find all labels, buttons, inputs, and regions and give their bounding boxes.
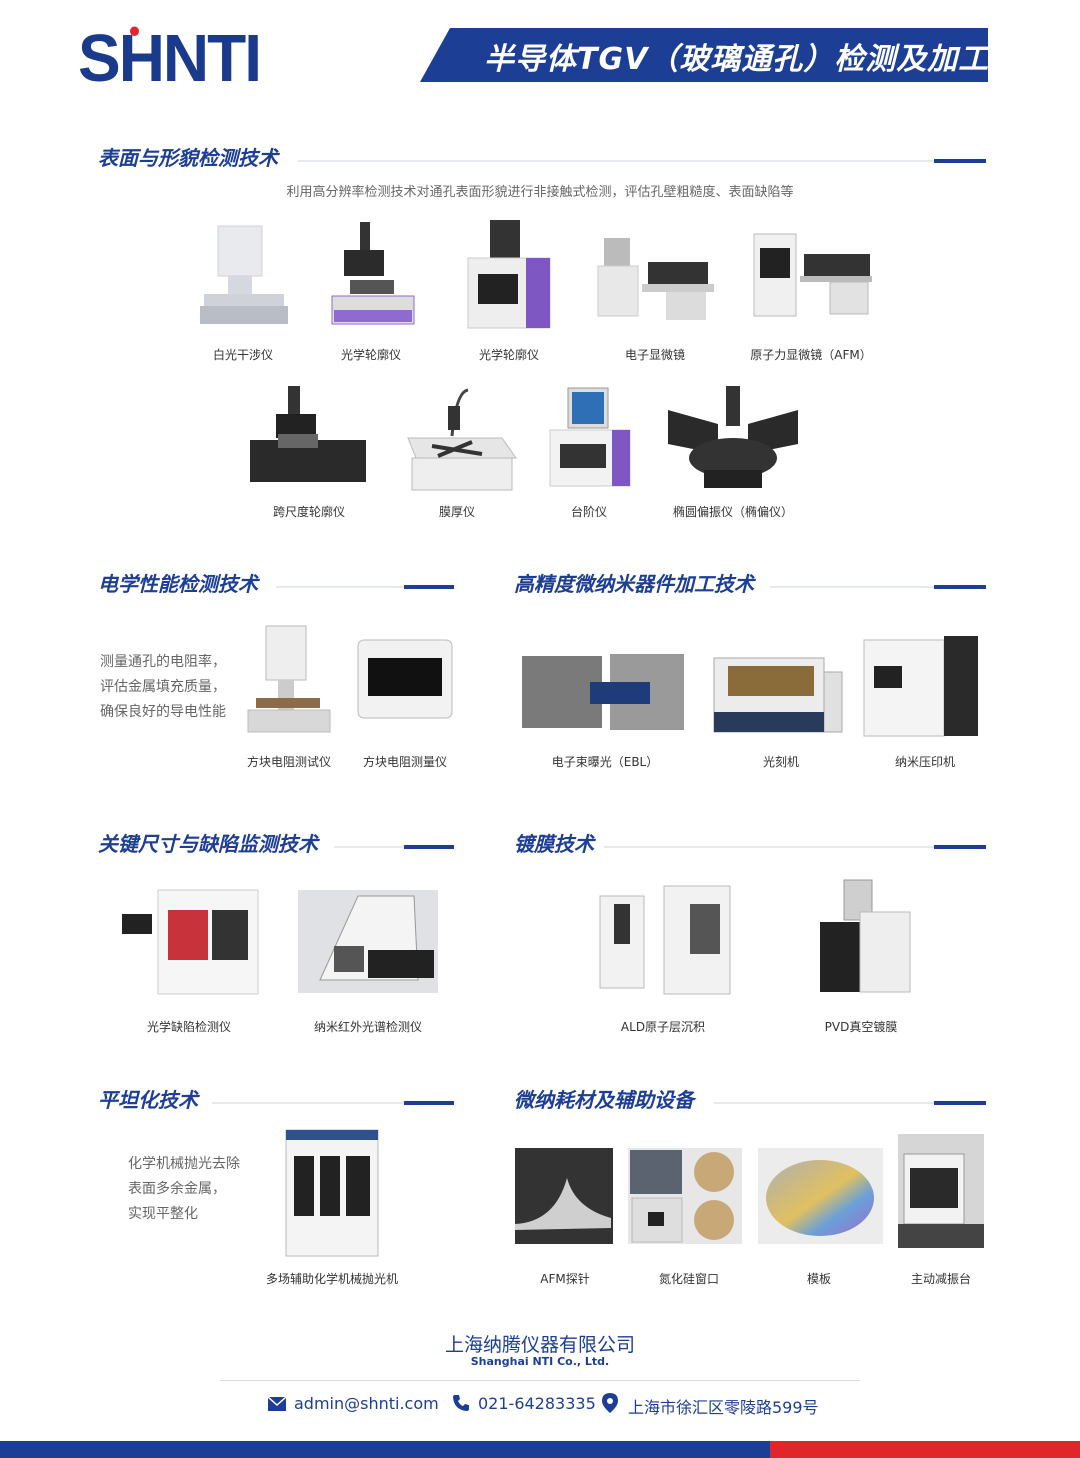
address-text: 上海市徐汇区零陵路599号	[628, 1398, 819, 1417]
section-accent	[404, 845, 454, 849]
section-accent	[404, 585, 454, 589]
item-caption: ALD原子层沉积	[620, 1020, 706, 1034]
item-caption: 氮化硅窗口	[658, 1272, 719, 1286]
section-accent	[404, 1101, 454, 1105]
phone-icon	[452, 1394, 470, 1416]
surface-description: 利用高分辨率检测技术对通孔表面形貌进行非接触式检测，评估孔壁粗糙度、表面缺陷等	[286, 185, 794, 200]
section-divider	[276, 586, 454, 588]
section-title-nano: 高精度微纳米器件加工技术	[514, 572, 754, 596]
section-divider	[334, 846, 454, 848]
section-divider	[714, 1102, 986, 1104]
section-title-coating: 镀膜技术	[514, 832, 594, 856]
item-caption: 光学缺陷检测仪	[146, 1020, 231, 1034]
afm-image	[750, 228, 872, 322]
mail-icon	[267, 1396, 287, 1415]
item-caption: 纳米压印机	[894, 755, 955, 769]
item-caption: 模板	[806, 1272, 831, 1286]
template-wafer-image	[758, 1148, 883, 1244]
page-title: 半导体TGV（玻璃通孔）检测及加工技术	[484, 42, 1052, 77]
section-accent	[934, 845, 986, 849]
afm-probe-image	[515, 1148, 613, 1244]
item-caption: 主动减振台	[910, 1272, 971, 1286]
optical-profiler-2-image	[462, 218, 558, 334]
item-caption: 多场辅助化学机械抛光机	[265, 1272, 398, 1286]
section-accent	[934, 1101, 986, 1105]
location-pin-icon	[602, 1393, 618, 1417]
company-name-en: Shanghai NTI Co., Ltd.	[470, 1355, 610, 1368]
cmp-machine-image	[284, 1126, 380, 1260]
item-caption: 光刻机	[762, 755, 799, 769]
company-name-cn: 上海纳腾仪器有限公司	[444, 1334, 635, 1356]
item-caption: 纳米红外光谱检测仪	[313, 1020, 422, 1034]
nano-ir-spectrometer-image	[298, 890, 438, 993]
section-divider	[770, 586, 986, 588]
item-caption: 白光干涉仪	[212, 348, 273, 362]
item-caption: 电子显微镜	[624, 348, 685, 362]
item-caption: 椭圆偏振仪（椭偏仪）	[672, 505, 793, 519]
sheet-resistance-meter-image	[356, 636, 454, 722]
ellipsometer-image	[664, 384, 802, 494]
ald-image	[594, 880, 734, 998]
lithography-image	[712, 652, 844, 736]
optical-profiler-image	[330, 220, 416, 332]
footer-bar-blue	[0, 1441, 770, 1458]
section-title-consumables: 微纳耗材及辅助设备	[514, 1088, 694, 1112]
item-caption: 跨尺度轮廓仪	[272, 505, 345, 519]
film-thickness-gauge-image	[402, 386, 518, 496]
item-caption: 原子力显微镜（AFM）	[750, 348, 872, 362]
cross-scale-profiler-image	[246, 384, 370, 486]
step-profiler-image	[546, 386, 632, 492]
item-caption: 台阶仪	[570, 505, 607, 519]
footer-bar-red	[770, 1441, 1080, 1458]
planar-description: 化学机械抛光去除 表面多余金属， 实现平整化	[128, 1156, 240, 1222]
email-link[interactable]: admin@shnti.com	[294, 1394, 439, 1413]
ebl-image	[520, 652, 686, 732]
section-divider	[604, 846, 986, 848]
section-title-cd: 关键尺寸与缺陷监测技术	[98, 832, 318, 856]
nanoimprint-image	[862, 626, 980, 738]
phone-number[interactable]: 021-64283335	[478, 1394, 596, 1413]
item-caption: 方块电阻测试仪	[246, 755, 331, 769]
item-caption: 方块电阻测量仪	[362, 755, 447, 769]
sheet-resistance-tester-image	[246, 624, 332, 736]
company-logo: SHNTI	[78, 20, 262, 96]
item-caption: 电子束曝光（EBL）	[551, 755, 659, 769]
section-title-surface: 表面与形貌检测技术	[98, 146, 278, 170]
item-caption: 膜厚仪	[438, 505, 475, 519]
silicon-nitride-window-image	[628, 1148, 742, 1244]
section-title-electrical: 电学性能检测技术	[98, 572, 258, 596]
section-accent	[934, 585, 986, 589]
section-divider	[298, 160, 986, 162]
section-accent	[934, 159, 986, 163]
logo-red-dot	[130, 26, 139, 36]
white-light-interferometer-image	[198, 220, 290, 332]
item-caption: 光学轮廓仪	[478, 348, 539, 362]
optical-defect-inspector-image	[120, 880, 260, 998]
title-banner	[420, 28, 988, 82]
item-caption: 光学轮廓仪	[340, 348, 401, 362]
item-caption: PVD真空镀膜	[824, 1020, 898, 1034]
vibration-isolation-table-image	[898, 1134, 984, 1248]
pvd-image	[814, 872, 914, 996]
section-title-planar: 平坦化技术	[98, 1088, 198, 1112]
section-divider	[212, 1102, 454, 1104]
electron-microscope-image	[594, 232, 716, 324]
footer-divider	[220, 1380, 860, 1381]
electrical-description: 测量通孔的电阻率， 评估金属填充质量， 确保良好的导电性能	[100, 654, 226, 720]
item-caption: AFM探针	[540, 1272, 590, 1286]
